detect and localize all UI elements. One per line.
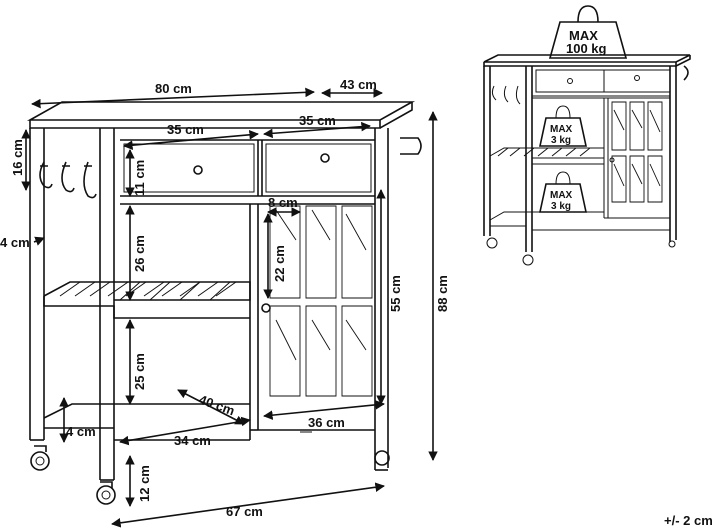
dim-cabinet-width: 36 cm bbox=[308, 415, 345, 430]
dim-bottom-shelf: 4 cm bbox=[66, 424, 96, 439]
dim-depth: 43 cm bbox=[340, 77, 377, 92]
load-capacity-drawing: MAX 100 kg MAX 3 kg MAX bbox=[483, 5, 691, 266]
dim-top-width: 80 cm bbox=[155, 81, 192, 96]
dim-shelf-gap: 26 cm bbox=[132, 235, 147, 272]
dim-drawer-left: 35 cm bbox=[167, 122, 204, 137]
top-load-max: MAX bbox=[569, 28, 598, 43]
bottom-load-max: MAX bbox=[550, 190, 573, 201]
dim-drawer-height: 11 cm bbox=[132, 160, 147, 196]
tolerance-note: +/- 2 cm bbox=[664, 513, 713, 528]
dim-pane-width: 8 cm bbox=[268, 195, 298, 210]
shelf-load-value: 3 kg bbox=[551, 135, 571, 146]
dimension-labels: 80 cm 43 cm 35 cm 35 cm 16 cm 11 cm 4 cm… bbox=[0, 77, 713, 528]
shelf-load-max: MAX bbox=[550, 124, 573, 135]
dim-total-height: 88 cm bbox=[435, 275, 450, 312]
dim-shelf-depth: 40 cm bbox=[197, 392, 237, 419]
bottom-load-value: 3 kg bbox=[551, 201, 571, 212]
dim-drawer-right: 35 cm bbox=[299, 113, 336, 128]
dim-lower-gap: 25 cm bbox=[132, 353, 147, 390]
dim-base-width: 67 cm bbox=[226, 504, 263, 519]
dim-leg-height: 12 cm bbox=[137, 465, 152, 502]
dim-side-offset: 4 cm bbox=[0, 235, 30, 250]
dim-open-width: 34 cm bbox=[174, 433, 211, 448]
main-cart-drawing bbox=[26, 101, 422, 505]
dim-pane-height: 22 cm bbox=[272, 245, 287, 282]
dim-hook-height: 16 cm bbox=[10, 139, 25, 176]
top-load-value: 100 kg bbox=[566, 41, 607, 56]
dimension-lines bbox=[21, 87, 438, 528]
dim-cabinet-height: 55 cm bbox=[388, 275, 403, 312]
